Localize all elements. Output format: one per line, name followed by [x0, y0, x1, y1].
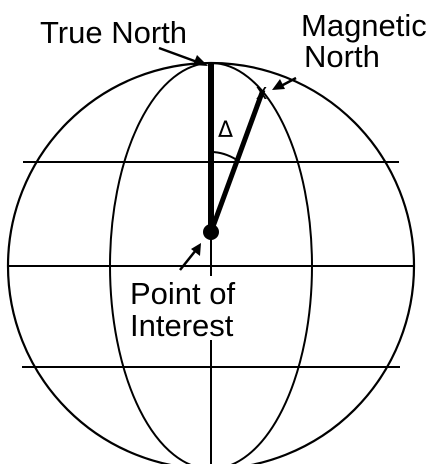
point-of-interest-label-line2: Interest [130, 308, 234, 343]
point-of-interest-dot [203, 224, 219, 240]
true-north-arrowhead [193, 55, 208, 66]
magnetic-pole-marker: x [256, 79, 267, 104]
declination-angle-symbol: Δ [218, 118, 233, 143]
true-north-label: True North [40, 15, 187, 50]
true-north-arrow [159, 48, 200, 63]
point-of-interest-label-line1: Point of [130, 276, 236, 311]
magnetic-north-label-line2: North [304, 39, 380, 74]
declination-angle-arc [211, 152, 237, 160]
magnetic-north-label-line1: Magnetic [301, 8, 427, 43]
